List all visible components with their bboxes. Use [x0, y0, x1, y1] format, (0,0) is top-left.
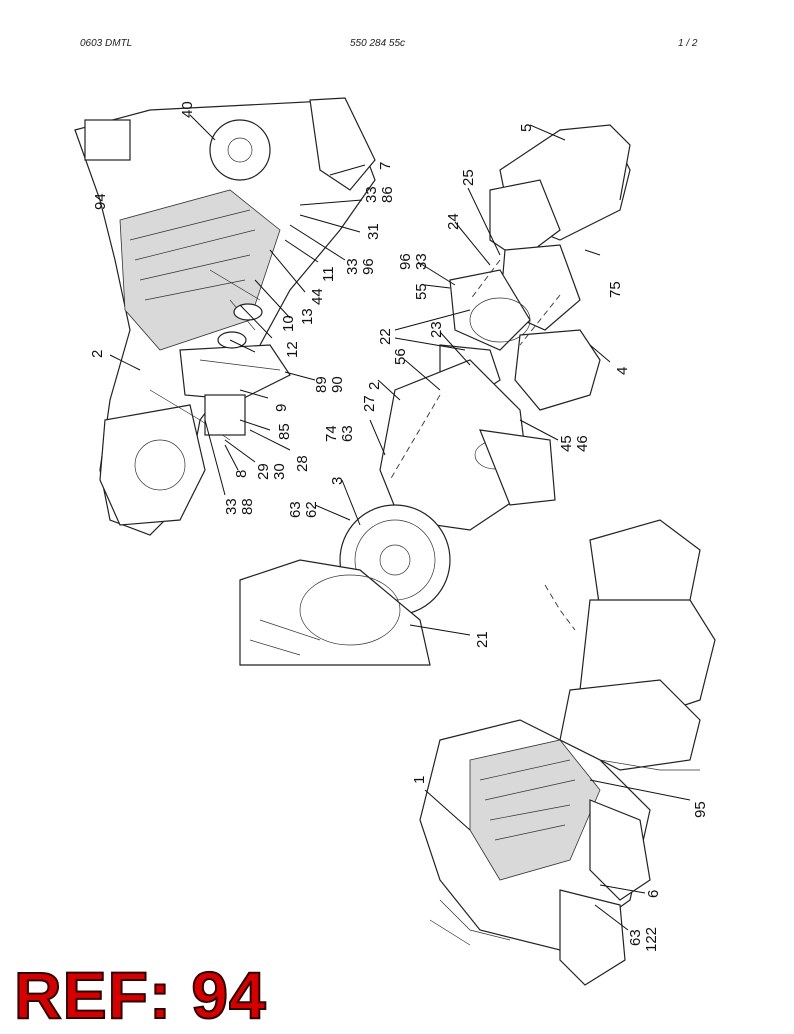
callout-5: 5 [518, 124, 535, 132]
callout-28: 28 [294, 455, 311, 472]
callout-31: 31 [365, 223, 382, 240]
callout-45: 45 [558, 435, 575, 452]
callout-33-b: 33 [344, 258, 361, 275]
callout-55: 55 [413, 283, 430, 300]
callout-9: 9 [273, 404, 290, 412]
callout-86: 86 [379, 186, 396, 203]
callout-12: 12 [284, 341, 301, 358]
callout-8: 8 [233, 470, 250, 478]
callout-33-d: 33 [413, 253, 430, 270]
reference-stamp: REF: 94 [13, 958, 267, 1032]
callout-62: 62 [303, 501, 320, 518]
callout-94: 94 [92, 193, 109, 210]
callout-96: 96 [360, 258, 377, 275]
callout-30: 30 [271, 463, 288, 480]
callout-56: 56 [392, 348, 409, 365]
callout-95: 95 [692, 801, 709, 818]
header-part-number: 550 284 55c [350, 38, 406, 49]
callout-85: 85 [276, 423, 293, 440]
transmission-assembly-middle [239, 124, 631, 666]
callout-44: 44 [309, 288, 326, 305]
callout-labels: 40 7 33 86 31 33 96 11 44 13 10 12 89 90… [89, 101, 709, 952]
callout-2-b: 2 [366, 382, 383, 390]
leader-lines [109, 114, 691, 931]
callout-1: 1 [411, 776, 428, 784]
callout-2: 2 [89, 350, 106, 358]
callout-10: 10 [280, 315, 297, 332]
callout-7: 7 [377, 162, 394, 170]
callout-88: 88 [239, 498, 256, 515]
engine-assembly-bottom [419, 519, 716, 986]
engine-assembly-top [74, 97, 376, 536]
callout-63-c: 63 [627, 929, 644, 946]
callout-11: 11 [320, 266, 337, 282]
callout-96-b: 96 [397, 253, 414, 270]
callout-75: 75 [607, 281, 624, 298]
header-page-number: 1 / 2 [678, 38, 698, 49]
callout-24: 24 [445, 213, 462, 230]
callout-27: 27 [361, 395, 378, 412]
callout-25: 25 [460, 169, 477, 186]
callout-63-b: 63 [287, 501, 304, 518]
callout-13: 13 [299, 308, 316, 325]
callout-90: 90 [329, 376, 346, 393]
callout-4: 4 [614, 367, 631, 375]
callout-46: 46 [574, 435, 591, 452]
callout-29: 29 [255, 463, 272, 480]
callout-40: 40 [179, 101, 196, 118]
callout-21: 21 [474, 631, 491, 648]
callout-6: 6 [645, 890, 662, 898]
callout-33: 33 [363, 186, 380, 203]
callout-74: 74 [323, 425, 340, 442]
callout-122: 122 [643, 927, 660, 952]
callout-89: 89 [313, 376, 330, 393]
callout-22: 22 [377, 328, 394, 345]
callout-63: 63 [339, 425, 356, 442]
header-doc-code: 0603 DMTL [80, 38, 133, 49]
callout-33-c: 33 [223, 498, 240, 515]
callout-3: 3 [329, 477, 346, 485]
callout-23: 23 [428, 321, 445, 338]
